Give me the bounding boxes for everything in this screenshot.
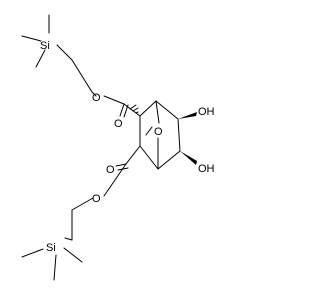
bottom-silyl-group [21, 197, 94, 281]
atom-si-bottom: Si [46, 242, 56, 254]
atom-oh-upper: OH [198, 106, 215, 118]
bond-carbonyl-o-bottom [103, 163, 127, 197]
hydroxy-groups [178, 112, 197, 165]
bond-c1-c6 [155, 100, 179, 120]
bond-ch2-ch2-top [71, 59, 93, 93]
atom-o-ester-bottom: O [92, 193, 101, 205]
bond-si-me-left-bottom [21, 248, 44, 258]
hashed-wedge-c2 [129, 104, 139, 114]
atom-si-top: Si [40, 40, 50, 52]
top-silyl-group [21, 14, 97, 97]
bond-si-me-down-top [35, 49, 46, 68]
bond-c6-c5 [177, 118, 181, 152]
structure-canvas: Si O O O OH OH O O Si [21, 14, 215, 281]
atom-o-carbonyl-bottom: O [106, 164, 115, 176]
atom-oh-lower: OH [198, 163, 215, 175]
bond-c-o-double-top-a [119, 103, 125, 117]
bond-c5-c4 [157, 150, 181, 170]
bicyclic-core [129, 100, 181, 170]
skeletal-formula: Si O O O OH OH O O Si [21, 14, 215, 281]
bond-si-me-left-top [21, 35, 42, 42]
bond-o-carbonyl-c-top [103, 95, 125, 105]
bond-c3-carbonyl-bottom [125, 145, 141, 165]
bond-c1-obridge [155, 100, 160, 124]
bond-ch2-si-bottom [64, 237, 73, 241]
bond-ch2-o-top [91, 91, 97, 97]
wedge-oh-lower [180, 151, 197, 165]
bond-carbonyl-ring-top [123, 103, 141, 117]
atom-o-ester-top: O [92, 92, 101, 104]
bond-c-o-double-bottom-a [115, 163, 127, 167]
atom-o-bridge: O [154, 126, 163, 138]
bond-obridge-hidden [145, 126, 153, 136]
atom-o-carbonyl-top: O [114, 118, 123, 130]
bond-si-me-down-bottom [53, 254, 57, 281]
top-ester-group [103, 95, 141, 118]
bond-si-ch2-top [56, 44, 73, 61]
bond-c2-c1 [139, 100, 157, 117]
bond-o-ch2-bottom [71, 197, 94, 211]
bond-si-me-right-bottom [63, 247, 83, 263]
bottom-ester-group [103, 145, 141, 197]
wedge-oh-upper [178, 112, 197, 119]
bond-c4-c3 [139, 145, 159, 170]
